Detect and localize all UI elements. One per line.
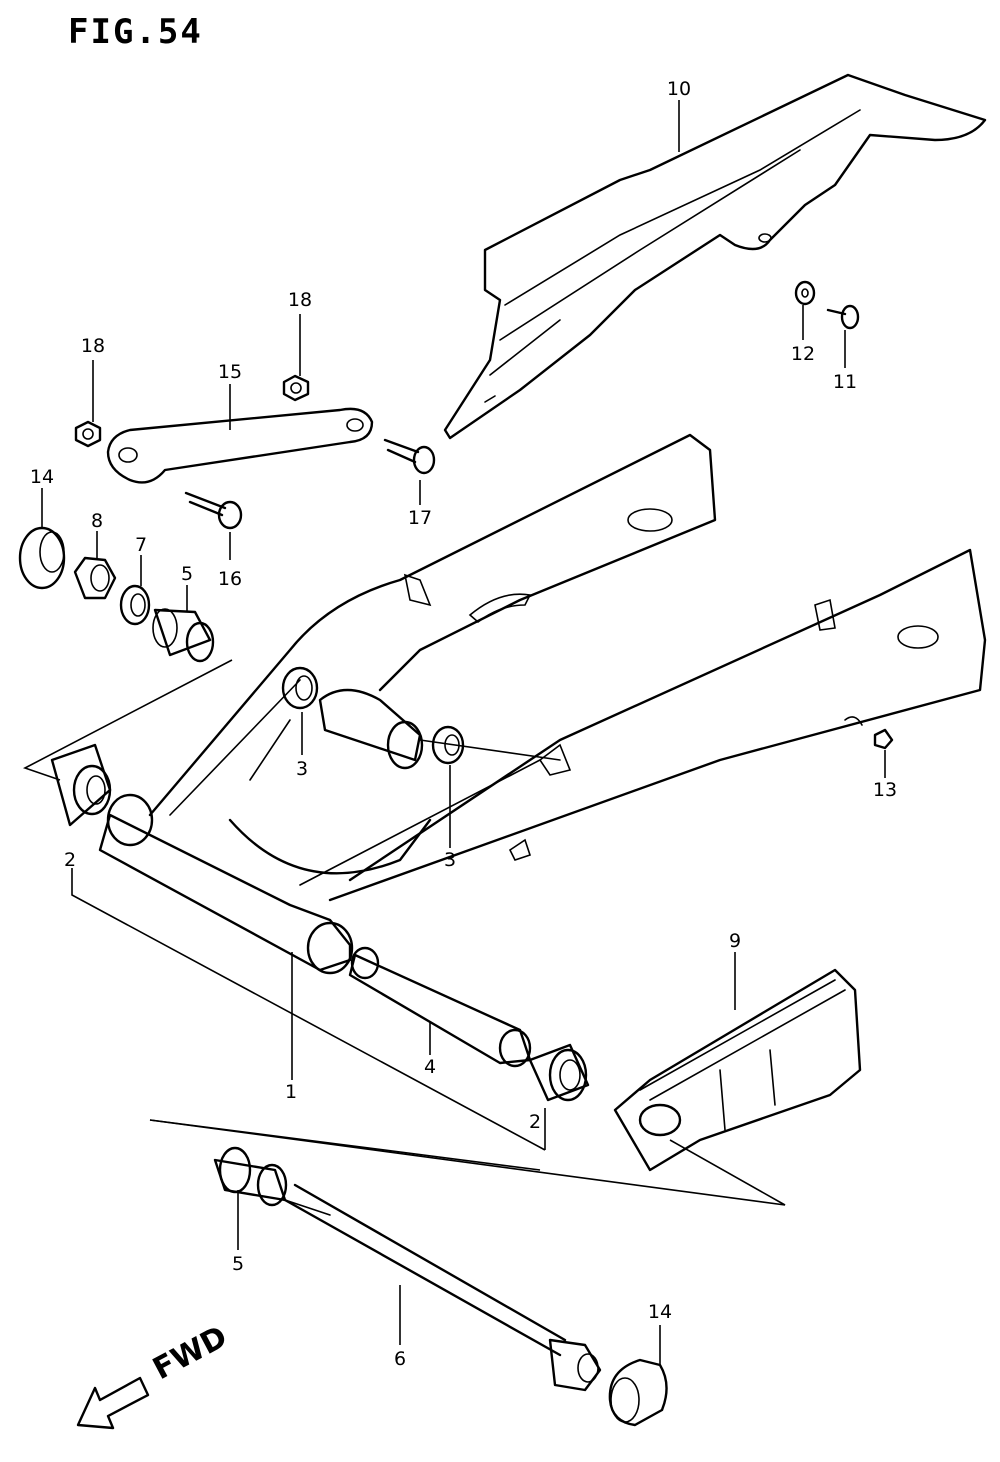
pivot-shaft-part-6[interactable] [283, 1183, 602, 1392]
spacer-tube-part-4[interactable] [348, 946, 532, 1068]
torque-link-part-15[interactable] [106, 407, 374, 484]
callout-5-upper: 5 [181, 563, 193, 585]
bearing-part-2-upper[interactable] [50, 743, 112, 827]
callout-3-lower: 3 [444, 849, 456, 871]
forward-label: FWD [147, 1319, 233, 1387]
chain-buffer-part-9[interactable] [613, 968, 862, 1172]
callout-5-lower: 5 [232, 1253, 244, 1275]
swingarm-part-1[interactable] [98, 433, 987, 975]
nut-part-18-top[interactable] [282, 374, 310, 402]
nut-part-18-left[interactable] [74, 420, 102, 448]
forward-direction-indicator: FWD [76, 1319, 233, 1430]
cap-part-14-lower[interactable] [608, 1358, 668, 1427]
callout-17: 17 [408, 507, 432, 529]
callout-13: 13 [873, 779, 897, 801]
washer-part-7[interactable] [119, 584, 151, 626]
bushing-part-3-lower[interactable] [431, 725, 465, 765]
callout-14-upper: 14 [30, 466, 54, 488]
callout-7: 7 [135, 534, 147, 556]
bolt-part-16[interactable] [184, 491, 243, 530]
bolt-part-17[interactable] [383, 438, 436, 475]
chain-guard-part-10[interactable] [443, 73, 987, 440]
cap-part-14-upper[interactable] [18, 526, 66, 590]
callout-14-lower: 14 [648, 1301, 672, 1323]
spacer-part-5-lower[interactable] [213, 1146, 288, 1207]
callout-18-top: 18 [288, 289, 312, 311]
spacer-part-5-upper[interactable] [152, 608, 215, 663]
washer-part-12[interactable] [794, 280, 816, 306]
callout-11: 11 [833, 371, 857, 393]
callout-15: 15 [218, 361, 242, 383]
bushing-part-3-upper[interactable] [281, 666, 319, 710]
leader-lines [22, 100, 886, 1365]
callout-18-left: 18 [81, 335, 105, 357]
bearing-part-2-lower[interactable] [528, 1043, 590, 1102]
nut-part-8[interactable] [73, 556, 117, 600]
callout-3-upper: 3 [296, 758, 308, 780]
callout-2-upper: 2 [64, 849, 76, 871]
callout-8: 8 [91, 510, 103, 532]
callout-2-lower: 2 [529, 1111, 541, 1133]
forward-arrow-icon [76, 1376, 150, 1430]
callout-labels: 1 2 2 3 3 4 5 5 6 7 8 9 10 11 12 13 14 1… [30, 78, 897, 1370]
fastener-part-13[interactable] [873, 728, 894, 750]
callout-9: 9 [729, 930, 741, 952]
callout-4: 4 [424, 1056, 436, 1078]
callout-1: 1 [285, 1081, 297, 1103]
callout-10: 10 [667, 78, 691, 100]
callout-12: 12 [791, 343, 815, 365]
callout-6: 6 [394, 1348, 406, 1370]
screw-part-11[interactable] [826, 304, 860, 330]
callout-16: 16 [218, 568, 242, 590]
figure-title: FIG.54 [68, 12, 203, 52]
